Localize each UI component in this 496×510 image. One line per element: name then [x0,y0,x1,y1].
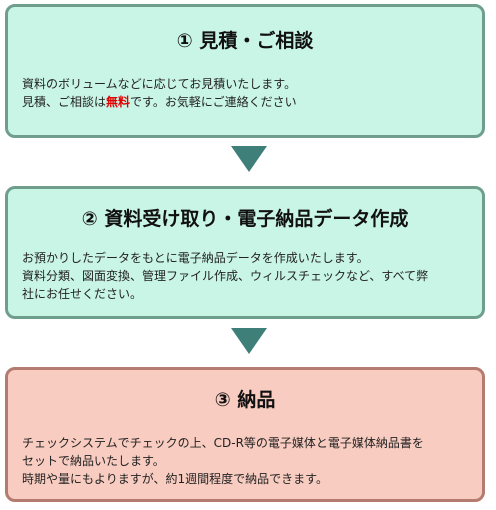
step-description: チェックシステムでチェックの上、CD-R等の電子媒体と電子媒体納品書を セットで… [22,434,468,488]
description-line: 資料のボリュームなどに応じてお見積いたします。 [22,77,297,91]
step-data-creation: ② 資料受け取り・電子納品データ作成 お預かりしたデータをもとに電子納品データを… [5,186,485,319]
description-line: 社にお任せください。 [22,287,143,301]
description-line: セットで納品いたします。 [22,454,165,468]
description-line: お預かりしたデータをもとに電子納品データを作成いたします。 [22,251,369,265]
free-highlight: 無料 [106,95,131,109]
step-delivery: ③ 納品 チェックシステムでチェックの上、CD-R等の電子媒体と電子媒体納品書を… [5,367,485,502]
description-text: 見積、ご相談は [22,95,107,109]
step-description: お預かりしたデータをもとに電子納品データを作成いたします。 資料分類、図面変換、… [22,249,468,303]
step-description: 資料のボリュームなどに応じてお見積いたします。 見積、ご相談は無料です。お気軽に… [22,75,468,111]
step-title: ② 資料受け取り・電子納品データ作成 [81,208,409,230]
description-text: です。お気軽にご連絡ください [130,95,297,109]
description-line: 見積、ご相談は無料です。お気軽にご連絡ください [22,93,468,111]
description-line: チェックシステムでチェックの上、CD-R等の電子媒体と電子媒体納品書を [22,436,424,450]
description-line: 資料分類、図面変換、管理ファイル作成、ウィルスチェックなど、すべて弊 [22,269,429,283]
down-triangle-arrow-icon [231,328,267,354]
step-title: ③ 納品 [214,389,276,411]
step-estimate-consultation: ① 見積・ご相談 資料のボリュームなどに応じてお見積いたします。 見積、ご相談は… [5,4,485,138]
step-title: ① 見積・ご相談 [176,30,314,52]
down-triangle-arrow-icon [231,146,267,172]
description-line: 時期や量にもよりますが、約1週間程度で納品できます。 [22,472,328,486]
